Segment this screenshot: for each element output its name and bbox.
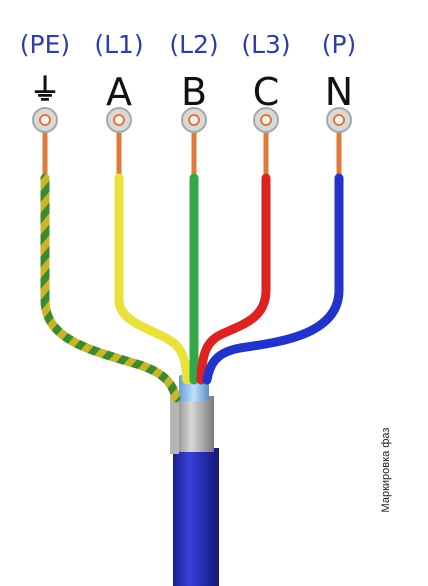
terminal-screw-pe xyxy=(39,114,51,126)
code-label-l2: (L2) xyxy=(169,30,219,59)
ground-icon: ⏚ xyxy=(30,73,60,108)
wire-n xyxy=(202,173,344,385)
phase-letter-l2: B xyxy=(180,70,208,114)
wire-group xyxy=(40,124,344,403)
terminal-screw-l2 xyxy=(188,114,200,126)
terminal-screw-n xyxy=(333,114,345,126)
terminal-group xyxy=(32,107,352,133)
cable-shield xyxy=(176,396,214,452)
code-label-pe: (PE) xyxy=(19,30,71,59)
wire-pe xyxy=(40,173,181,403)
wire-l1 xyxy=(114,173,192,385)
terminal-screw-l1 xyxy=(113,114,125,126)
code-label-n: (P) xyxy=(321,30,357,59)
code-label-l1: (L1) xyxy=(94,30,144,59)
phase-letter-n: N xyxy=(324,70,354,114)
cable-jacket xyxy=(173,448,219,586)
phase-letter-l3: C xyxy=(252,70,280,114)
phase-letter-l1: A xyxy=(106,70,132,114)
code-label-l3: (L3) xyxy=(241,30,291,59)
terminal-screw-l3 xyxy=(260,114,272,126)
side-caption: Маркировка фаз xyxy=(380,427,392,513)
wire-l3 xyxy=(196,173,271,385)
cable-drain-wire xyxy=(170,396,179,454)
